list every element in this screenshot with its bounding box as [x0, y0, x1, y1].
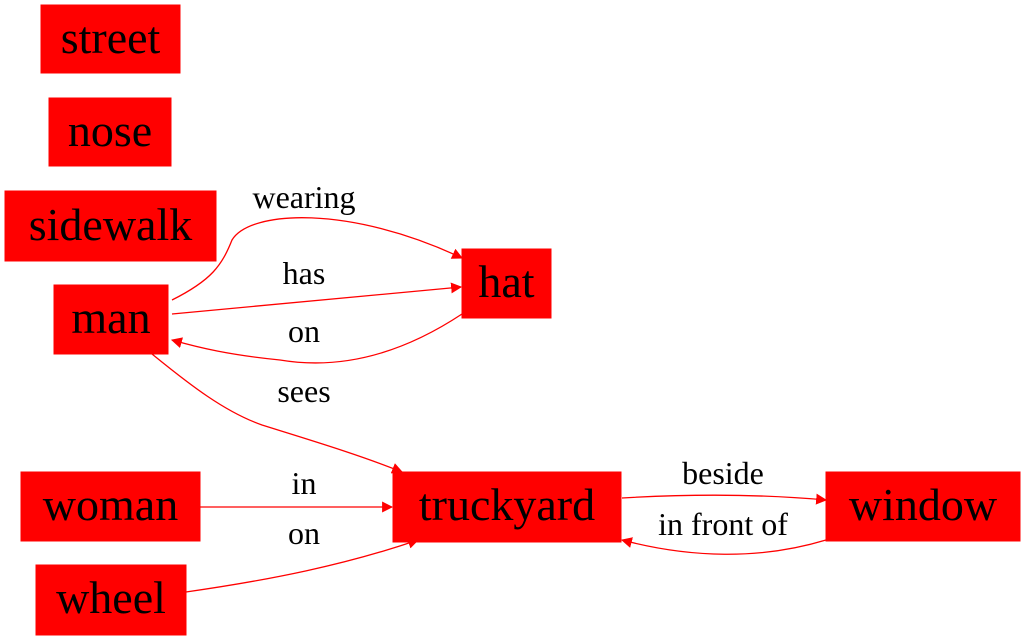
- edge-truckyard-beside-window: beside: [621, 455, 828, 505]
- edge-line: [185, 538, 420, 593]
- node-nose[interactable]: nose: [48, 97, 172, 167]
- node-label: street: [61, 12, 161, 63]
- node-truckyard[interactable]: truckyard: [392, 471, 622, 543]
- edge-label: has: [283, 255, 326, 291]
- edge-man-wearing-hat: wearing: [171, 179, 463, 301]
- node-label: hat: [478, 256, 534, 307]
- node-box: [35, 564, 187, 636]
- node-woman[interactable]: woman: [20, 471, 201, 542]
- edge-label: sees: [277, 373, 330, 409]
- node-label: truckyard: [419, 479, 595, 530]
- edge-man-has-hat: has: [171, 255, 463, 315]
- edge-woman-in-truckyard: in: [200, 465, 394, 513]
- edge-line: [171, 217, 463, 301]
- node-box: [392, 471, 622, 543]
- edge-line: [620, 537, 827, 555]
- node-box: [40, 4, 181, 74]
- node-label: woman: [43, 479, 178, 530]
- node-label: window: [849, 479, 998, 530]
- node-label: nose: [68, 105, 152, 156]
- node-box: [48, 97, 172, 167]
- node-box: [20, 471, 201, 542]
- node-label: wheel: [56, 572, 166, 623]
- node-street[interactable]: street: [40, 4, 181, 74]
- node-window[interactable]: window: [825, 471, 1021, 542]
- edge-line: [621, 493, 828, 505]
- node-box: [825, 471, 1021, 542]
- node-sidewalk[interactable]: sidewalk: [4, 190, 217, 262]
- node-label: man: [71, 292, 150, 343]
- edge-label: on: [288, 313, 320, 349]
- edge-hat-on-man: on: [170, 313, 463, 364]
- node-box: [53, 284, 169, 355]
- edge-wheel-on-truckyard: on: [185, 515, 420, 593]
- edge-line: [170, 313, 463, 364]
- edge-man-sees-truckyard: sees: [151, 353, 404, 474]
- edge-label: on: [288, 515, 320, 551]
- node-box: [4, 190, 217, 262]
- node-hat[interactable]: hat: [461, 248, 552, 319]
- edge-label: beside: [682, 455, 764, 491]
- edge-label: in: [292, 465, 317, 501]
- edge-label: in front of: [658, 506, 788, 542]
- node-label: sidewalk: [29, 199, 193, 250]
- node-box: [461, 248, 552, 319]
- edge-line: [151, 353, 404, 474]
- node-man[interactable]: man: [53, 284, 169, 355]
- edge-window-infrontof-truckyard: in front of: [620, 506, 827, 555]
- edge-label: wearing: [252, 179, 355, 215]
- node-wheel[interactable]: wheel: [35, 564, 187, 636]
- edge-line: [171, 282, 463, 315]
